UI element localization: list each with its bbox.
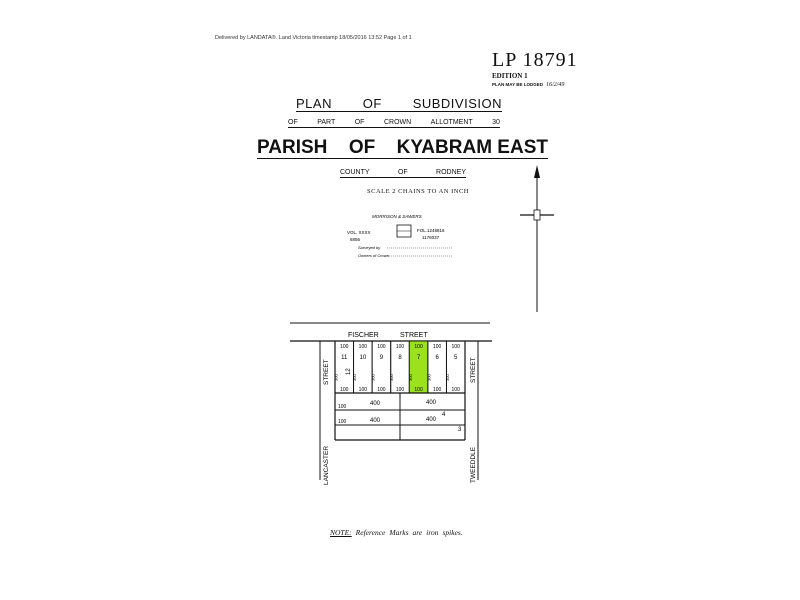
title-word: SUBDIVISION	[412, 96, 502, 111]
note-word: spikes.	[442, 528, 463, 537]
lot-11-rear: 100	[340, 387, 349, 393]
plan-lodged-date: 16/2/49	[546, 82, 565, 88]
lot-7-frontage: 100	[414, 344, 423, 350]
title-word: OF	[362, 96, 382, 111]
title-word: OF	[288, 119, 298, 126]
lot-11-depth: 300	[334, 374, 339, 381]
street-west-name: LANCASTER	[323, 446, 330, 485]
lot-4-frontage: 400	[370, 401, 381, 407]
lot-10-rear: 100	[359, 387, 368, 393]
lot-9-number: 9	[380, 355, 384, 361]
lot-8-number: 8	[398, 355, 402, 361]
title-fol: FOL.1248816	[417, 228, 445, 233]
county-title: COUNTY OF RODNEY	[340, 168, 466, 178]
title-word: OF	[397, 169, 408, 176]
lot-4-number: 4	[442, 412, 446, 418]
lot-9-depth: 300	[371, 374, 376, 381]
title-word: OF	[354, 119, 365, 126]
scale-label: SCALE 2 CHAINS TO AN INCH	[367, 188, 470, 195]
plan-lodged-label: PLAN MAY BE LODGED	[492, 82, 544, 87]
lot-9-rear: 100	[377, 387, 386, 393]
lot-9-frontage: 100	[377, 344, 386, 350]
lot-5-rear: 100	[452, 387, 461, 393]
title-owners: Owners of Crown	[358, 253, 390, 258]
lot-5-number: 5	[454, 355, 458, 361]
title-fol-2: 1176037	[422, 235, 440, 240]
lot-depth-label: 100	[338, 419, 347, 425]
lot-11-frontage: 100	[340, 344, 349, 350]
lot-5-frontage: 100	[452, 344, 461, 350]
title-word: PART	[317, 119, 336, 126]
lot-7-depth: 300	[408, 374, 413, 381]
lot-6-frontage: 100	[433, 344, 442, 350]
lot-3-frontage-east: 400	[426, 417, 437, 423]
lot-11-number: 11	[341, 355, 348, 361]
lot-10-depth: 300	[352, 374, 357, 381]
lot-depth-label: 100	[338, 404, 347, 410]
title-word: OF	[348, 137, 376, 158]
title-vol: VOL. XXXX	[347, 230, 371, 235]
north-arrow-icon	[520, 165, 554, 312]
lot-10-frontage: 100	[359, 344, 368, 350]
title-word: ALLOTMENT	[430, 119, 473, 126]
lot-3-frontage: 400	[370, 418, 381, 424]
lot-6-number: 6	[435, 355, 439, 361]
lot-5-depth: 300	[445, 374, 450, 381]
top-lots: 1001130010010010300100100930010010083001…	[334, 340, 466, 394]
title-surveyed: Surveyed by	[358, 245, 381, 250]
plan-number: LP 18791	[492, 49, 578, 71]
title-word: 30	[492, 119, 500, 126]
title-word: CROWN	[383, 119, 412, 126]
street-east-name: TWEEDDLE	[470, 446, 477, 483]
note-word: NOTE:	[330, 528, 352, 537]
title-word: PARISH	[257, 137, 328, 158]
lot-4-frontage-east: 400	[426, 400, 437, 406]
note-word: are	[412, 528, 423, 537]
lot-12-label: 12	[346, 368, 352, 375]
title-word: COUNTY	[340, 169, 370, 176]
street-north-suffix: STREET	[400, 332, 428, 339]
lot-7-rear: 100	[414, 387, 423, 393]
title-line-1: PLAN OF SUBDIVISION	[296, 97, 502, 112]
note-word: iron	[426, 528, 439, 537]
street-west-suffix: STREET	[323, 359, 330, 385]
lot-6-depth: 300	[426, 374, 431, 381]
lot-8-depth: 300	[389, 374, 394, 381]
title-fol-num: 6856	[350, 237, 361, 242]
title-word: PLAN	[296, 96, 332, 111]
title-block-stamp: MORRISON & SAWERS VOL. XXXX 6856 FOL.124…	[347, 214, 452, 258]
lot-7-number: 7	[417, 355, 421, 361]
edition: EDITION 1	[492, 72, 528, 80]
lot-6-rear: 100	[433, 387, 442, 393]
street-north-name: FISCHER	[348, 332, 379, 339]
title-word: RODNEY	[436, 169, 466, 176]
delivery-header: Delivered by LANDATA®. Land Victoria tim…	[215, 35, 412, 41]
lot-8-frontage: 100	[396, 344, 405, 350]
parish-title: PARISH OF KYABRAM EAST	[257, 137, 548, 159]
title-owner: MORRISON & SAWERS	[372, 214, 422, 219]
title-line-2: OF PART OF CROWN ALLOTMENT 30	[288, 118, 500, 128]
title-word: KYABRAM EAST	[396, 137, 548, 158]
lot-10-number: 10	[360, 355, 367, 361]
lot-8-rear: 100	[396, 387, 405, 393]
street-east-suffix: STREET	[470, 357, 477, 383]
note-word: Marks	[389, 528, 409, 537]
subdivision-plan: FISCHER STREET LANCASTER STREET TWEEDDLE…	[290, 322, 492, 485]
lot-3-number: 3	[458, 427, 462, 433]
note-word: Reference	[355, 528, 386, 537]
